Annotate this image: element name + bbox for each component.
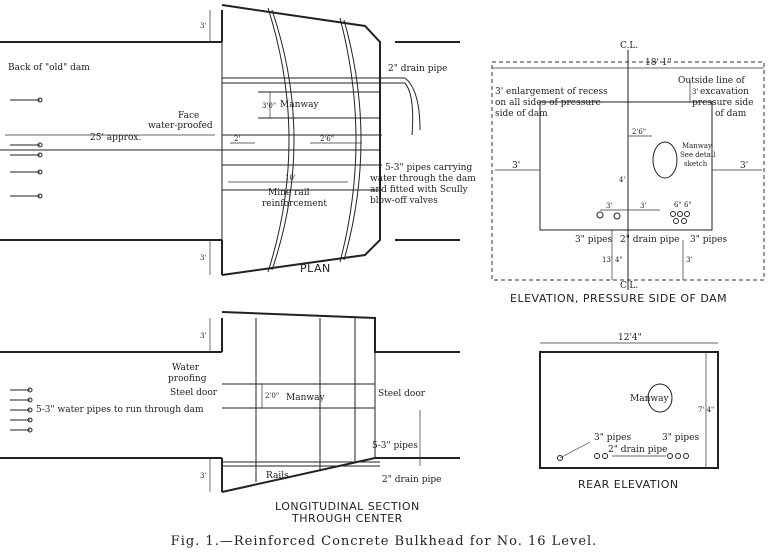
- label-rear-width: 12'4": [618, 333, 642, 343]
- plan-view: Back of "old" dam 2" drain pipe Manway F…: [0, 4, 476, 276]
- label-section-manway: Manway: [286, 393, 325, 403]
- label-dim-13: 13' 4": [602, 256, 623, 264]
- label-pipes-4: blow-off valves: [370, 196, 438, 206]
- label-section-dim-bottom: 3': [200, 472, 206, 480]
- label-enlarge-2: on all sides of pressure: [495, 98, 601, 108]
- label-manway-3: sketch: [684, 160, 708, 168]
- label-dim-26: 2'6": [632, 128, 646, 136]
- label-outside-1: Outside line of: [678, 76, 745, 86]
- label-dim-6b: 6": [684, 201, 692, 209]
- label-dim-3-right: 3': [740, 161, 748, 171]
- label-mine-rail: Mine rail: [268, 188, 310, 198]
- label-dim-2: 2': [234, 135, 240, 143]
- label-section-dim-top: 3': [200, 332, 206, 340]
- label-dim-bottom: 3': [200, 254, 206, 262]
- label-dim-manway: 3'0": [262, 102, 276, 110]
- label-pipes-2: water through the dam: [370, 174, 476, 184]
- label-enlarge-1: 3' enlargement of recess: [495, 87, 608, 97]
- label-pipes-1: 5-3" pipes carrying: [385, 163, 472, 173]
- label-drain-pipe: 2" drain pipe: [388, 64, 447, 74]
- label-manway-2: See detail: [680, 151, 716, 159]
- label-proofing: proofing: [168, 374, 207, 384]
- label-water-proofed: water-proofed: [148, 121, 213, 131]
- section-title-1: LONGITUDINAL SECTION: [275, 500, 420, 513]
- label-dim-6a: 6": [674, 201, 682, 209]
- label-width: 18' 1": [645, 58, 672, 68]
- label-steel-door-right: Steel door: [378, 389, 426, 399]
- label-cl-top: C.L.: [620, 41, 638, 51]
- label-rails: Rails: [266, 471, 289, 481]
- label-manway: Manway: [280, 100, 319, 110]
- elevation-view: C.L. C.L. 18' 1" 3' enlargement of reces…: [491, 41, 765, 305]
- label-rear-height: 7' 4": [698, 406, 714, 414]
- label-dim-3b: 3': [640, 202, 646, 210]
- label-outside-4: of dam: [715, 109, 747, 119]
- label-outside-3: pressure side: [692, 98, 754, 108]
- label-reinforcement: reinforcement: [262, 199, 327, 209]
- label-pipes-right: 3" pipes: [690, 235, 727, 245]
- label-back-of-old-dam: Back of "old" dam: [8, 63, 90, 73]
- label-dim-3a: 3': [606, 202, 612, 210]
- section-view: Water proofing Steel door Steel door Man…: [0, 311, 460, 525]
- label-dim-3-left: 3': [512, 161, 520, 171]
- rear-title: REAR ELEVATION: [578, 478, 679, 491]
- label-manway-1: Manway: [682, 142, 712, 150]
- label-dim-3-top: 3': [692, 88, 698, 96]
- label-rear-pipes-right: 3" pipes: [662, 433, 699, 443]
- label-steel-door-left: Steel door: [170, 388, 218, 398]
- label-dim-10: 10': [285, 174, 296, 182]
- label-approx: 25' approx.: [90, 133, 141, 143]
- label-section-dim-manway: 2'0": [265, 392, 279, 400]
- label-dim-26: 2'6": [320, 135, 334, 143]
- label-enlarge-3: side of dam: [495, 109, 548, 119]
- label-rear-pipes-left: 3" pipes: [594, 433, 631, 443]
- label-dim-top: 3': [200, 22, 206, 30]
- label-cl-bottom: C.L.: [620, 281, 638, 291]
- plan-title: PLAN: [300, 262, 331, 275]
- figure-caption: Fig. 1.—Reinforced Concrete Bulkhead for…: [171, 534, 598, 549]
- label-dim-3c: 3': [686, 256, 692, 264]
- section-title-2: THROUGH CENTER: [291, 512, 403, 525]
- label-pipes-3: and fitted with Scully: [370, 185, 469, 195]
- label-water: Water: [172, 363, 200, 373]
- label-section-drain: 2" drain pipe: [382, 475, 441, 485]
- label-pipes-left: 3" pipes: [575, 235, 612, 245]
- label-water-pipes: 5-3" water pipes to run through dam: [36, 405, 204, 415]
- label-section-pipes: 5-3" pipes: [372, 441, 418, 451]
- label-dim-4: 4': [619, 176, 625, 184]
- label-face: Face: [178, 111, 199, 121]
- elevation-title: ELEVATION, PRESSURE SIDE OF DAM: [510, 292, 727, 305]
- label-drain: 2" drain pipe: [620, 235, 679, 245]
- label-rear-drain: 2" drain pipe: [608, 445, 667, 455]
- label-rear-manway: Manway: [630, 394, 669, 404]
- rear-view: 12'4" 7' 4" Manway 3" pipes 3" pipes 2" …: [539, 333, 719, 491]
- label-outside-2: excavation: [700, 87, 749, 97]
